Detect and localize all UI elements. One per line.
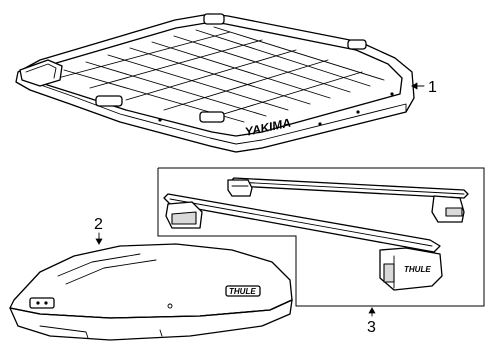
front-right-foot [379, 247, 443, 291]
foot-brand-label: THULE [404, 265, 431, 274]
callout-3: 3 [367, 307, 376, 336]
basket-rivets [158, 92, 394, 126]
rear-left-foot [227, 179, 253, 197]
basket-mount-clamp-4 [347, 39, 367, 50]
basket-outer-shell [15, 13, 415, 153]
basket-mount-clamp-1 [95, 95, 123, 107]
callout-1: 1 [411, 79, 437, 96]
cargo-box-brand-badge [225, 285, 261, 297]
basket-rails [57, 31, 363, 121]
crossbars-frame [157, 167, 485, 307]
callout-1-number: 1 [428, 79, 437, 96]
cargo-box-lock [29, 297, 55, 309]
basket-mount-clamp-3 [203, 13, 225, 25]
basket-front-lip [29, 81, 407, 153]
basket-mount-clamp-2 [199, 111, 225, 123]
callout-3-number: 3 [367, 319, 376, 336]
cargo-box-brand-label: THULE [229, 287, 256, 296]
basket-slats [63, 26, 385, 123]
callout-2-number: 2 [94, 216, 103, 233]
cargo-box-lid-groove-1 [57, 253, 141, 277]
cargo-box-lid-groove-2 [65, 259, 157, 285]
cargo-box-seam [9, 299, 293, 319]
roof-basket: YAKIMA [15, 13, 415, 153]
crossbars: THULE [163, 177, 469, 291]
basket-fairing [19, 59, 63, 87]
callout-2: 2 [94, 216, 103, 245]
cargo-box: THULE [9, 243, 293, 341]
